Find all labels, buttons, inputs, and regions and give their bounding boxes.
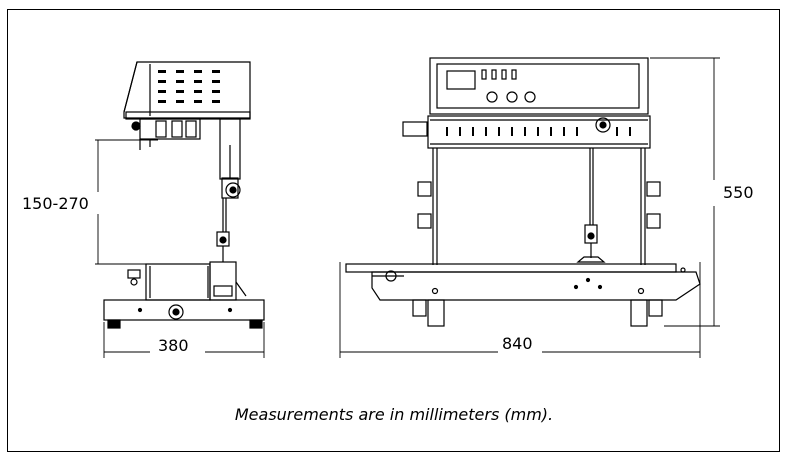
front-center-rod <box>576 148 606 263</box>
front-width-label: 840 <box>502 334 533 353</box>
side-sealing-head <box>131 118 201 150</box>
diagram-frame <box>7 9 780 452</box>
side-dimension-lines <box>95 139 265 358</box>
side-column <box>216 118 241 262</box>
side-width-label: 380 <box>158 336 189 355</box>
front-feet <box>412 299 663 327</box>
front-dimension-lines <box>339 57 720 358</box>
side-conveyor <box>127 261 247 301</box>
front-control-box <box>429 57 649 115</box>
side-base <box>103 299 265 329</box>
front-conveyor <box>345 263 701 301</box>
front-vent-slots <box>446 127 631 136</box>
front-height-label: 550 <box>723 183 754 202</box>
side-control-box <box>123 61 251 120</box>
front-legs <box>417 148 661 265</box>
side-view <box>95 61 265 358</box>
front-heater-housing <box>402 115 651 149</box>
side-height-range-label: 150-270 <box>22 194 89 213</box>
front-view <box>339 57 720 358</box>
side-vent-slots <box>158 70 220 103</box>
units-caption: Measurements are in millimeters (mm). <box>234 405 554 424</box>
